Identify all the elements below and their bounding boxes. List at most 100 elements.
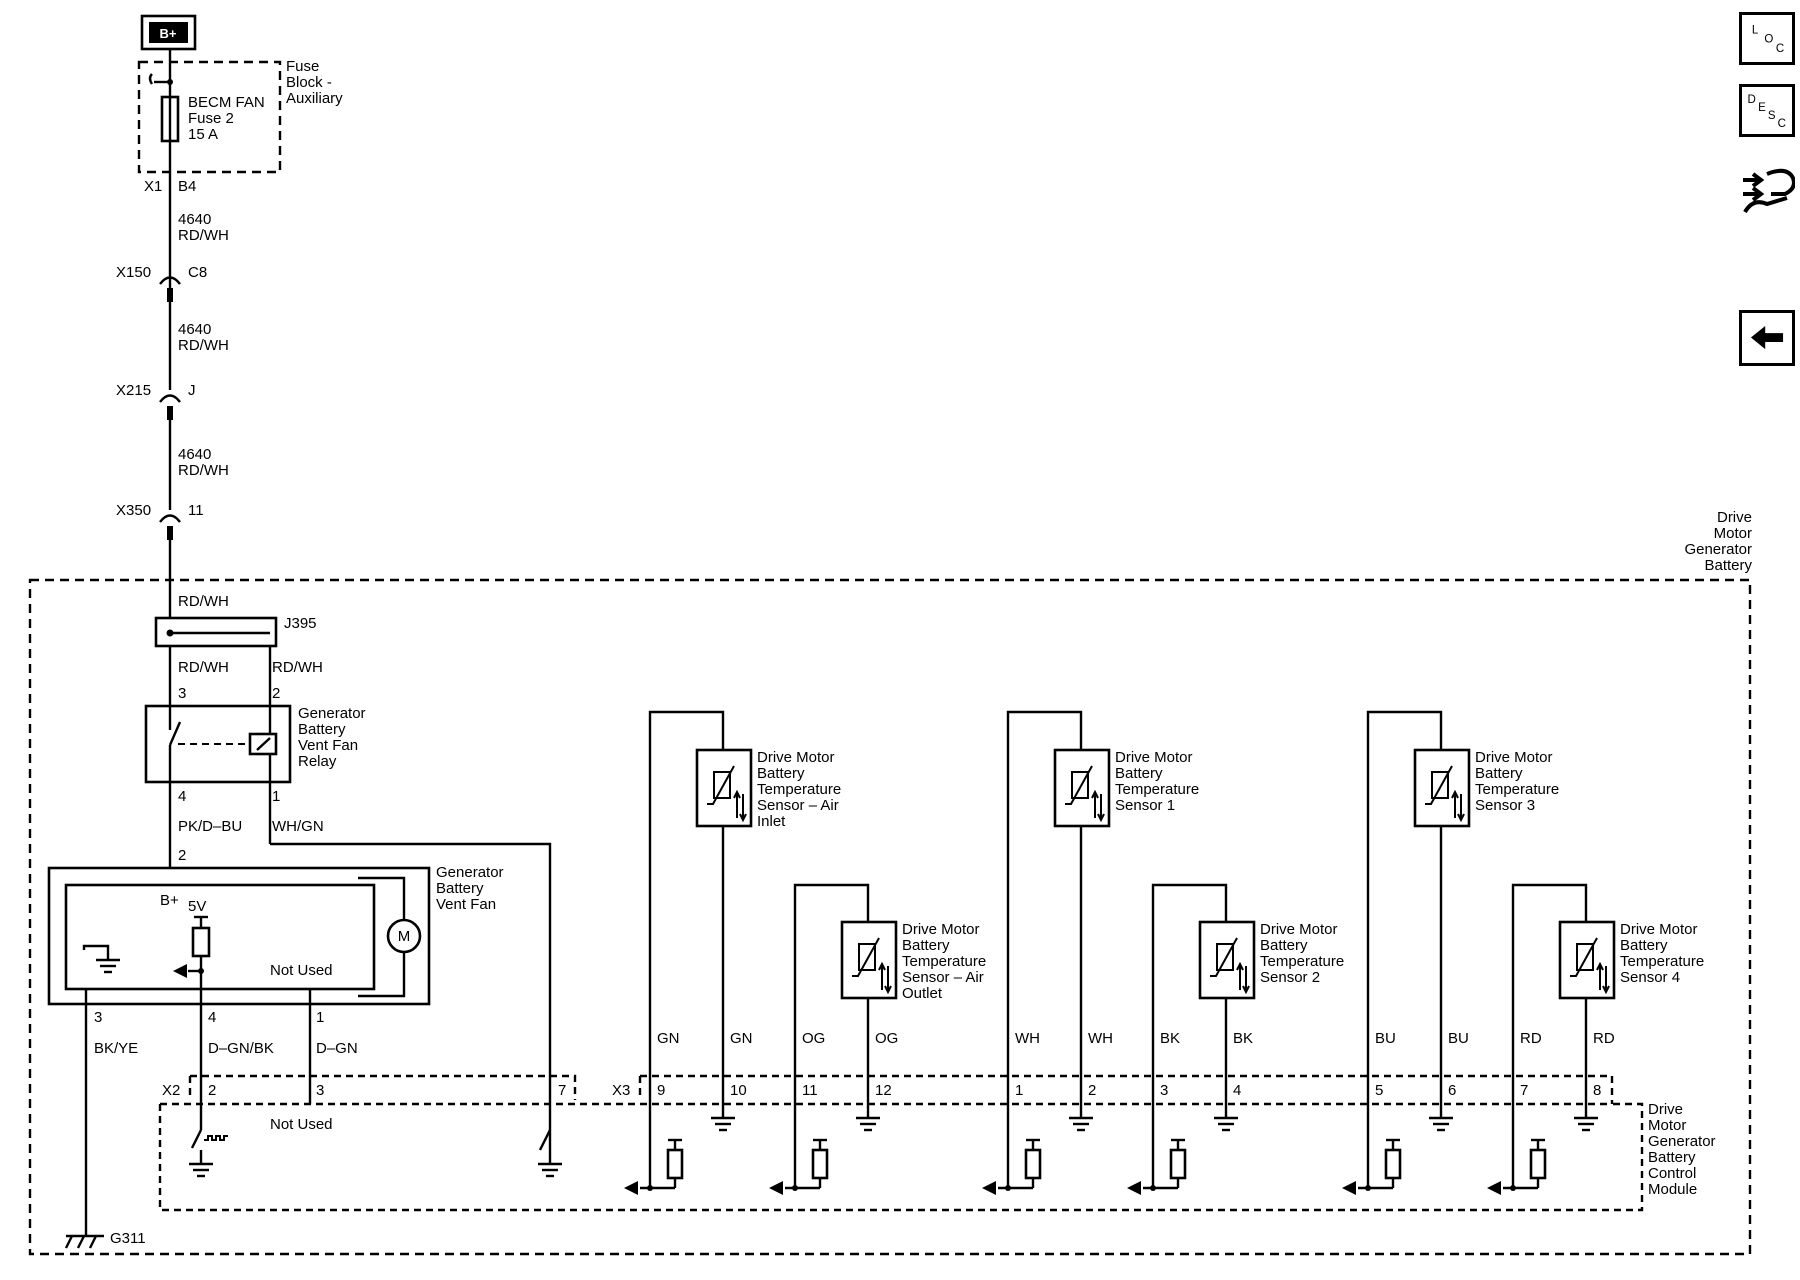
relay-pin-3: 3 xyxy=(178,685,186,702)
fuse-name: BECM FAN xyxy=(188,94,265,111)
back-button[interactable] xyxy=(1739,310,1795,366)
sensor-label-line: Sensor – Air xyxy=(902,969,984,986)
wire-color-label: WH xyxy=(1088,1030,1113,1047)
connector-view-button[interactable] xyxy=(1739,160,1795,222)
svg-text:O: O xyxy=(1764,33,1773,45)
location-button[interactable]: L O C xyxy=(1739,12,1795,65)
vent-fan: M B+ 5V Not Used Generator Battery Vent … xyxy=(47,864,504,1100)
sensor-label-line: Temperature xyxy=(902,953,986,970)
relay-title-3: Vent Fan xyxy=(298,737,358,754)
svg-text:C: C xyxy=(1778,118,1786,130)
fuse-block: BECM FAN Fuse 2 15 A Fuse Block - Auxili… xyxy=(137,58,343,390)
sensor-label-line: Battery xyxy=(1115,765,1163,782)
fan-pin-1-color: D–GN xyxy=(316,1040,358,1057)
feed-color-2: RD/WH xyxy=(178,337,229,354)
fan-pin-4-color: D–GN/BK xyxy=(208,1040,274,1057)
connector-x150-pin: C8 xyxy=(188,264,207,281)
description-button[interactable]: D E S C xyxy=(1739,84,1795,137)
motor-icon xyxy=(386,918,422,954)
module-title-6: Module xyxy=(1648,1181,1697,1198)
power-source: B+ xyxy=(140,14,197,51)
sensor-label-line: Battery xyxy=(902,937,950,954)
relay-title-4: Relay xyxy=(298,753,337,770)
x3-pin-label: 4 xyxy=(1233,1082,1241,1099)
svg-text:D: D xyxy=(1747,94,1755,106)
x3-pin-label: 6 xyxy=(1448,1082,1456,1099)
x3-pin-label: 10 xyxy=(730,1082,747,1099)
fuse-number: Fuse 2 xyxy=(188,110,234,127)
sensor-label-line: Temperature xyxy=(1260,953,1344,970)
wire-color-label: WH xyxy=(1015,1030,1040,1047)
x2-pin-7: 7 xyxy=(558,1082,566,1099)
sensor-label-line: Outlet xyxy=(902,985,943,1002)
feed-color-3: RD/WH xyxy=(178,462,229,479)
feed-circuit-3: 4640 xyxy=(178,446,211,463)
sensor-label-line: Temperature xyxy=(1620,953,1704,970)
relay-pin-2: 2 xyxy=(272,685,280,702)
fan-pin-1: 1 xyxy=(316,1009,324,1026)
battery-title: Drive Motor Generator Battery xyxy=(1684,509,1752,574)
module-title-5: Control xyxy=(1648,1165,1696,1182)
x3-pin-label: 9 xyxy=(657,1082,665,1099)
connector-x215-name: X215 xyxy=(116,382,151,399)
sensor-label-line: Drive Motor xyxy=(902,921,980,938)
feed-color-1: RD/WH xyxy=(178,227,229,244)
sensor-label-line: Sensor 2 xyxy=(1260,969,1320,986)
x3-pin-label: 2 xyxy=(1088,1082,1096,1099)
fuse-block-title-1: Fuse xyxy=(286,58,319,75)
control-module: Drive Motor Generator Battery Control Mo… xyxy=(158,1101,1716,1212)
fan-title-2: Battery xyxy=(436,880,484,897)
sensor-label-line: Temperature xyxy=(1475,781,1559,798)
svg-text:Battery: Battery xyxy=(1704,557,1752,574)
splice-in-color: RD/WH xyxy=(178,593,229,610)
sensor-label-line: Sensor 1 xyxy=(1115,797,1175,814)
sensor-label-line: Sensor – Air xyxy=(757,797,839,814)
connector-x215: X215 J xyxy=(116,382,196,420)
relay-out-left-color: PK/D–BU xyxy=(178,818,242,835)
fan-5v-label: 5V xyxy=(188,898,206,915)
relay-title-1: Generator xyxy=(298,705,366,722)
sensor-label-line: Drive Motor xyxy=(757,749,835,766)
loc-icon: L O C xyxy=(1752,25,1784,56)
sensor-label-line: Sensor 3 xyxy=(1475,797,1535,814)
wire-color-label: GN xyxy=(730,1030,753,1047)
module-title-3: Generator xyxy=(1648,1133,1716,1150)
sensor-label-line: Drive Motor xyxy=(1620,921,1698,938)
connector-x150-name: X150 xyxy=(116,264,151,281)
fan-bplus-label: B+ xyxy=(160,892,179,909)
x2-pin-2: 2 xyxy=(208,1082,216,1099)
wire-color-label: BU xyxy=(1448,1030,1469,1047)
x3-pin-label: 8 xyxy=(1593,1082,1601,1099)
relay-pin-4: 4 xyxy=(178,788,186,805)
connector-x350: X350 11 xyxy=(116,502,204,540)
module-title-1: Drive xyxy=(1648,1101,1683,1118)
relay-out-right-color: WH/GN xyxy=(272,818,324,835)
wire-color-label: BU xyxy=(1375,1030,1396,1047)
connector-x3-name: X3 xyxy=(612,1082,630,1099)
desc-icon: D E S C xyxy=(1747,94,1786,130)
ground-name: G311 xyxy=(110,1230,146,1247)
power-source-label: B+ xyxy=(160,26,177,41)
x3-pin-label: 5 xyxy=(1375,1082,1383,1099)
fan-pin-3: 3 xyxy=(94,1009,102,1026)
x2-pin-3: 3 xyxy=(316,1082,324,1099)
fuse-block-title-3: Auxiliary xyxy=(286,90,343,107)
fuse-rating: 15 A xyxy=(188,126,218,143)
sensor-label-line: Sensor 4 xyxy=(1620,969,1680,986)
x3-pin-label: 12 xyxy=(875,1082,892,1099)
splice-out-right-color: RD/WH xyxy=(272,659,323,676)
fan-title-1: Generator xyxy=(436,864,504,881)
sensor-label-line: Drive Motor xyxy=(1260,921,1338,938)
wire-color-label: RD xyxy=(1593,1030,1615,1047)
sensor-label-line: Temperature xyxy=(1115,781,1199,798)
feed-circuit-1: 4640 xyxy=(178,211,211,228)
